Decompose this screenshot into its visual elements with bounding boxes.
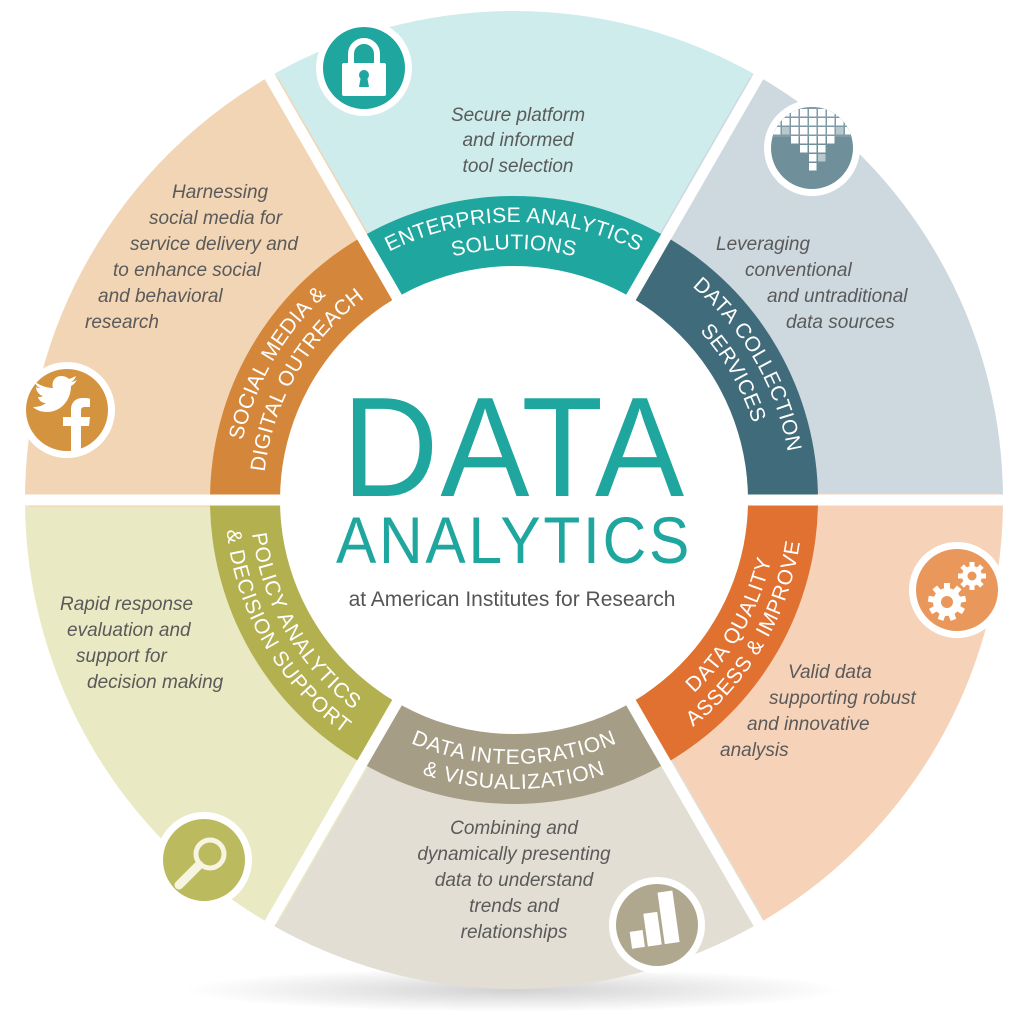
band-data-integration [362, 699, 666, 804]
svg-text:relationships: relationships [461, 922, 568, 943]
svg-text:and innovative: and innovative [747, 714, 870, 735]
svg-text:and untraditional: and untraditional [767, 286, 908, 307]
gears-icon [909, 542, 1005, 638]
lock-icon [316, 20, 412, 116]
svg-text:research: research [85, 312, 159, 333]
band-data-collection [629, 236, 818, 500]
svg-text:Secure platform: Secure platform [451, 105, 585, 126]
svg-text:tool selection: tool selection [463, 156, 574, 177]
magnifier-icon [156, 812, 252, 908]
svg-text:Valid data: Valid data [788, 662, 872, 683]
svg-text:dynamically presenting: dynamically presenting [417, 844, 611, 865]
description-enterprise: Secure platform and informed tool select… [451, 105, 585, 177]
svg-text:support for: support for [76, 646, 167, 667]
svg-text:data to understand: data to understand [435, 870, 595, 891]
svg-text:evaluation and: evaluation and [67, 620, 192, 641]
svg-text:and behavioral: and behavioral [98, 286, 223, 307]
svg-text:and informed: and informed [463, 130, 575, 151]
segment-divider [258, 691, 407, 938]
band-data-quality [629, 500, 818, 764]
description-data-integration: Combining and dynamically presenting dat… [417, 818, 611, 943]
svg-text:trends and: trends and [469, 896, 560, 917]
description-data-collection: Leveraging conventional and untraditiona… [716, 234, 908, 333]
description-social-media: Harnessing social media for service deli… [85, 182, 299, 333]
svg-text:Combining and: Combining and [450, 818, 579, 839]
segment-divider [621, 62, 770, 309]
svg-text:conventional: conventional [745, 260, 852, 281]
svg-text:Rapid response: Rapid response [60, 594, 193, 615]
center-organization: at American Institutes for Research [349, 588, 676, 611]
svg-text:service delivery and: service delivery and [130, 234, 299, 255]
svg-text:data sources: data sources [786, 312, 895, 333]
center-circle [280, 266, 748, 734]
data-grid-icon [764, 100, 860, 196]
svg-text:to enhance social: to enhance social [113, 260, 262, 281]
svg-text:Harnessing: Harnessing [172, 182, 269, 203]
segment-divider [621, 691, 770, 938]
svg-text:decision making: decision making [87, 672, 224, 693]
segment-divider [258, 62, 407, 309]
band-enterprise [362, 195, 666, 301]
svg-text:Leveraging: Leveraging [716, 234, 810, 255]
center-title: DATA [342, 368, 686, 527]
center-subtitle: ANALYTICS [336, 503, 692, 577]
svg-text:analysis: analysis [720, 740, 789, 761]
band-policy [210, 500, 399, 764]
svg-text:supporting robust: supporting robust [769, 688, 917, 709]
drop-shadow [184, 968, 844, 1012]
band-social-media [210, 236, 399, 500]
description-policy: Rapid response evaluation and support fo… [60, 594, 224, 693]
bar-chart-icon [609, 877, 705, 973]
twitter-facebook-icon [19, 362, 115, 458]
svg-text:social media for: social media for [149, 208, 283, 229]
description-data-quality: Valid data supporting robust and innovat… [720, 662, 917, 761]
